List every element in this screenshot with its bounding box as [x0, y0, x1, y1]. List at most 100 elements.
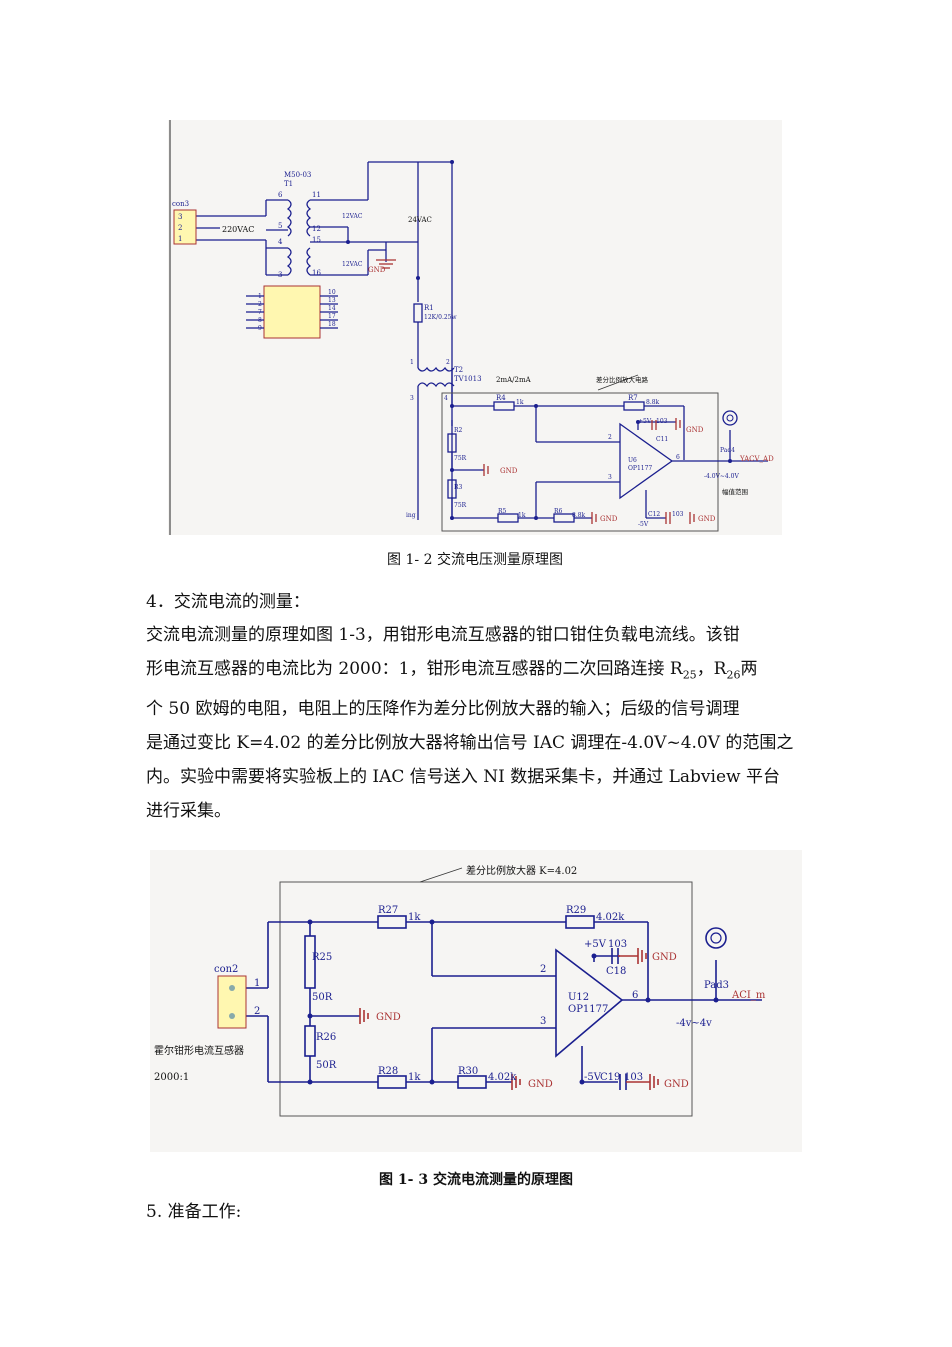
output-label: ACI_m — [731, 990, 766, 1001]
gnd-label: GND — [528, 1079, 553, 1090]
r3-label: R3 — [454, 484, 463, 491]
r27-value: 1k — [408, 912, 421, 923]
con-pin-1: 1 — [178, 235, 182, 243]
con3-label: con3 — [172, 200, 189, 208]
amp-title: 差分比例放大器 K=4.02 — [466, 864, 577, 877]
gnd-label: GND — [664, 1079, 689, 1090]
r6-label: R6 — [554, 508, 563, 515]
figure2-caption: 图 1- 3 交流电流测量的原理图 — [379, 1172, 573, 1188]
u12-pin-6: 6 — [632, 990, 638, 1001]
v220-label: 220VAC — [222, 225, 254, 234]
r3-value: 75R — [454, 502, 467, 509]
chip-pin: 8 — [258, 317, 262, 324]
paragraph-line: 交流电流测量的原理如图 1-3，用钳形电流互感器的钳口钳住负载电流线。该钳 — [146, 625, 740, 645]
r28-value: 1k — [408, 1072, 421, 1083]
ing-label: ing — [406, 512, 416, 519]
chip-pin: 9 — [258, 325, 262, 332]
r25-value: 50R — [312, 992, 333, 1003]
pad3-label: Pad3 — [704, 980, 729, 991]
t1-pin-16: 16 — [312, 269, 321, 277]
chip-pin: 13 — [328, 297, 336, 304]
v5-label: +5V — [584, 939, 607, 950]
u12-op: OP1177 — [568, 1004, 608, 1015]
r7-label: R7 — [628, 394, 638, 402]
con2-pin-2: 2 — [254, 1006, 260, 1017]
t1-pin-11: 11 — [312, 191, 321, 199]
paragraph-line: 是通过变比 K=4.02 的差分比例放大器将输出信号 IAC 调理在-4.0V~… — [146, 733, 794, 754]
r27-label: R27 — [378, 905, 398, 916]
ratio-label: 2mA/2mA — [496, 376, 532, 384]
t2-label: T2 — [454, 366, 463, 374]
range-label: -4v~4v — [676, 1018, 712, 1029]
r28-label: R28 — [378, 1066, 398, 1077]
pad4-label: Pad4 — [720, 447, 735, 454]
gnd-label: GND — [652, 952, 677, 963]
section4-heading: 4．交流电流的测量： — [146, 592, 310, 612]
t2-pin-2: 2 — [446, 359, 450, 366]
v24-label: 24VAC — [408, 216, 432, 224]
paragraph-line: 个 50 欧姆的电阻，电阻上的压降作为差分比例放大器的输入；后级的信号调理 — [146, 699, 740, 720]
gnd-label: GND — [686, 426, 704, 434]
r30-label: R30 — [458, 1066, 478, 1077]
t1-pin-15: 15 — [312, 236, 321, 244]
paragraph-line: 内。实验中需要将实验板上的 IAC 信号送入 NI 数据采集卡，并通过 Labv… — [146, 767, 780, 788]
u6-pin-2: 2 — [608, 434, 612, 441]
t1-pin-3: 3 — [278, 271, 282, 279]
r29-value: 4.02k — [596, 912, 625, 923]
chip-pin: 17 — [328, 313, 336, 320]
r6-value: 8.8k — [572, 512, 586, 519]
r2-label: R2 — [454, 427, 463, 434]
t1-pin-4: 4 — [278, 238, 283, 246]
sub-25: 25 — [682, 668, 697, 682]
chip-pin: 18 — [328, 321, 336, 328]
c12-value: 103 — [672, 511, 684, 518]
t2-pin-4: 4 — [444, 395, 448, 402]
con-pin-3: 3 — [178, 213, 182, 221]
u12-pin-3: 3 — [540, 1016, 546, 1027]
r29-label: R29 — [566, 905, 586, 916]
v5-label: +5V — [638, 418, 652, 425]
t2-model: TV1013 — [454, 375, 482, 383]
gnd-label: GND — [600, 515, 618, 523]
v12a-label: 12VAC — [342, 213, 363, 220]
c19-label: C19 — [600, 1072, 620, 1083]
con2-pin-1: 1 — [254, 978, 260, 989]
range-value: -4.0V~4.0V — [704, 473, 739, 480]
u6-label: U6 — [628, 457, 637, 464]
con-pin-2: 2 — [178, 224, 182, 232]
gnd-label: GND — [698, 515, 716, 523]
sub-26: 26 — [726, 668, 741, 682]
line-text: ，R — [696, 659, 727, 679]
c19-value: 103 — [624, 1072, 643, 1083]
figure-current-schematic: R27 1k R29 4.02k +5V 103 C18 R25 50R R26… — [150, 850, 802, 1152]
t1-pin-5: 5 — [278, 222, 282, 230]
r30-value: 4.02k — [488, 1072, 517, 1083]
c18-label: C18 — [606, 966, 626, 977]
transformer-model: M50-03 — [284, 171, 311, 179]
gnd-label: GND — [500, 467, 518, 475]
r26-value: 50R — [316, 1060, 337, 1071]
r4-label: R4 — [496, 394, 506, 402]
r4-value: 1k — [516, 399, 524, 406]
sensor-label: 霍尔钳形电流互感器 — [154, 1044, 244, 1057]
r1-value: 12K/0.25w — [424, 314, 457, 321]
u12-label: U12 — [568, 992, 589, 1003]
c18-value: 103 — [608, 939, 627, 950]
amp-title: 差分比例放大电路 — [596, 375, 649, 384]
paragraph-line: 形电流互感器的电流比为 2000：1，钳形电流互感器的二次回路连接 R25，R2… — [146, 652, 811, 692]
con2-label: con2 — [214, 964, 238, 975]
c12-label: C12 — [648, 511, 660, 518]
line-text: 形电流互感器的电流比为 2000：1，钳形电流互感器的二次回路连接 R — [146, 659, 683, 679]
gnd-label: GND — [368, 266, 386, 274]
transformer-t1: T1 — [284, 180, 293, 188]
figure-voltage-schematic: con3 3 2 1 M50-03 T1 6 5 4 3 11 12 15 16… — [168, 120, 782, 535]
u6-pin-6: 6 — [676, 454, 680, 461]
r1-label: R1 — [424, 304, 434, 312]
v12b-label: 12VAC — [342, 261, 363, 268]
range-label: 幅值范围 — [722, 487, 748, 496]
r5-label: R5 — [498, 508, 507, 515]
c11-label: C11 — [656, 436, 668, 443]
r2-value: 75R — [454, 455, 467, 462]
r25-label: R25 — [312, 952, 332, 963]
vneg-label: -5V — [638, 521, 649, 528]
